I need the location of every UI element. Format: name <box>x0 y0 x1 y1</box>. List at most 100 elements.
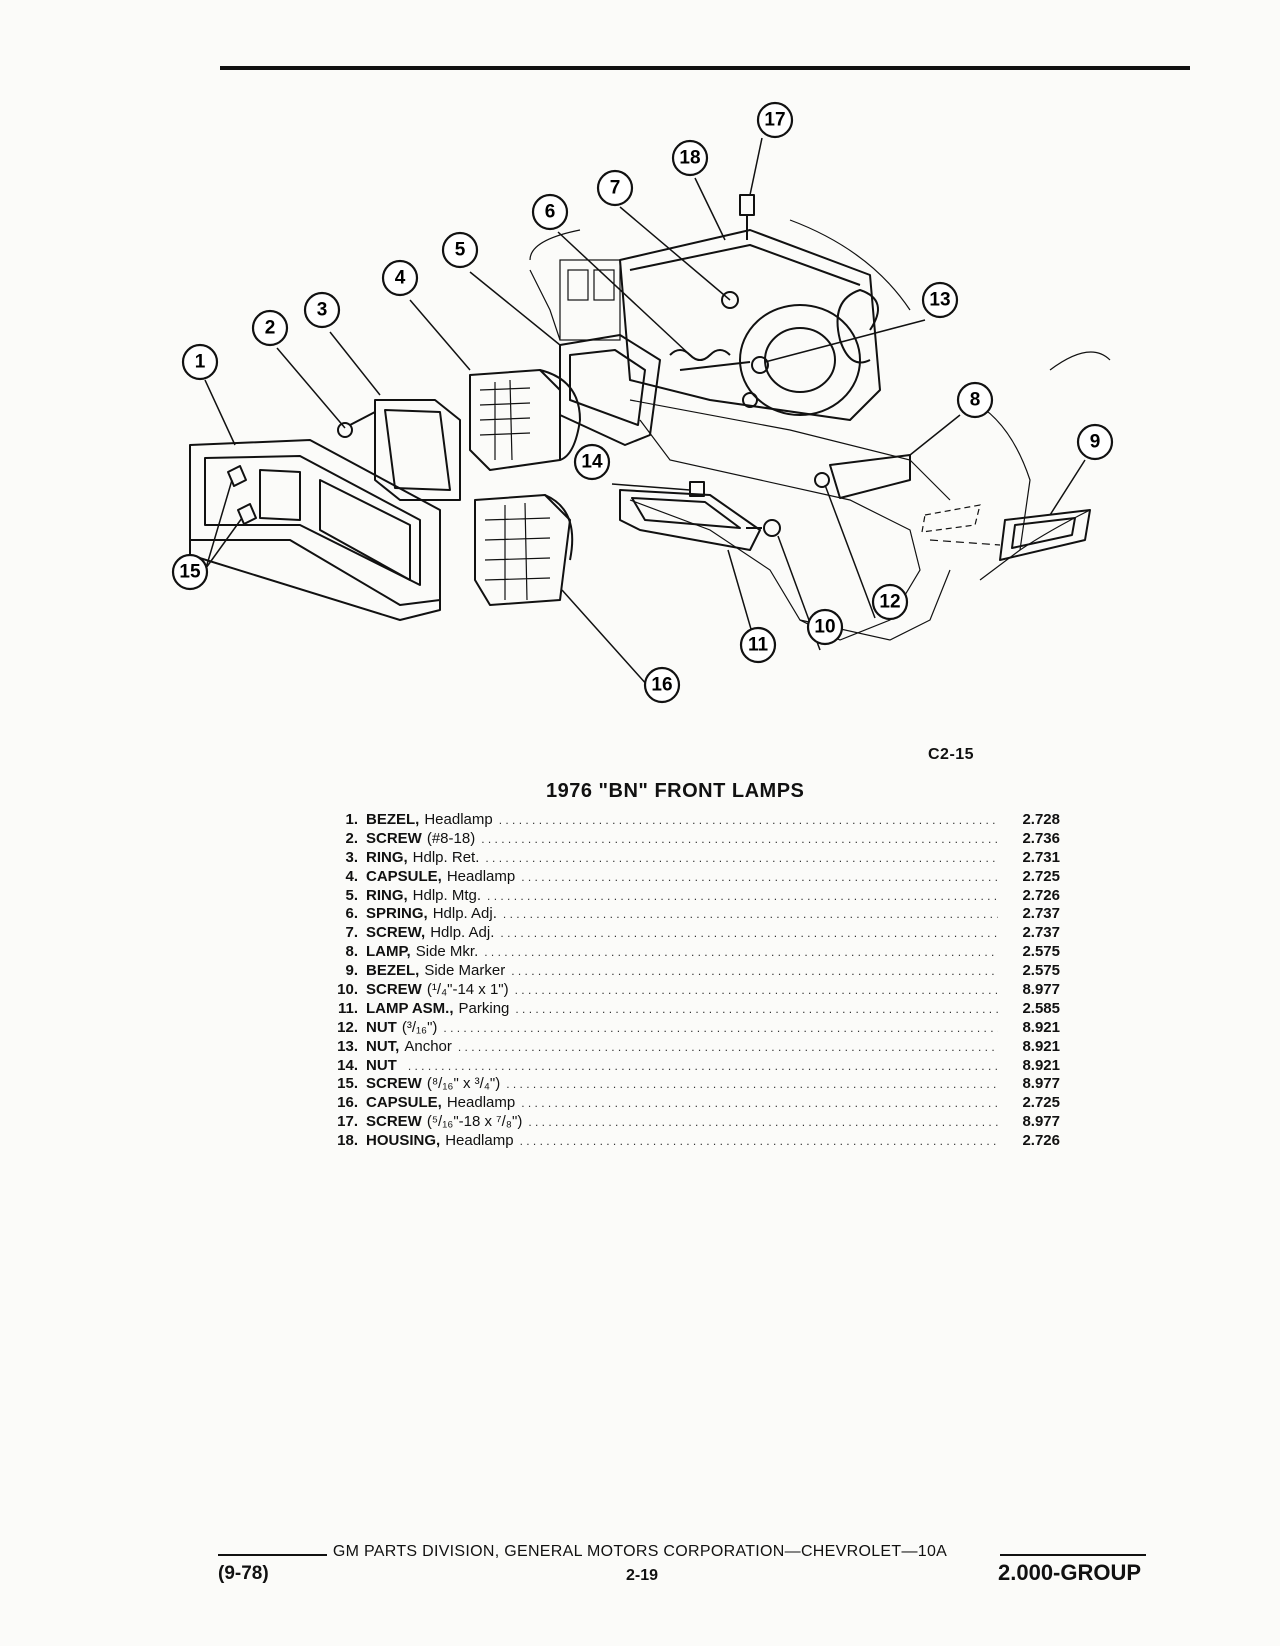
parts-list-row: 15. SCREW(⁸/₁₆" x ³/₄") 8.977 <box>320 1075 1060 1094</box>
top-rule <box>220 66 1190 70</box>
svg-text:9: 9 <box>1090 432 1101 453</box>
svg-text:17: 17 <box>764 110 785 131</box>
group-reference: 2.726 <box>1022 886 1060 904</box>
group-reference: 2.737 <box>1022 905 1060 923</box>
dot-leader <box>494 924 998 943</box>
group-reference: 8.977 <box>1022 1075 1060 1093</box>
part-number: 9. <box>345 962 358 980</box>
part-number: 4. <box>345 867 358 885</box>
group-reference: 8.977 <box>1022 981 1060 999</box>
callout-16: 16 <box>643 666 681 704</box>
part-name: SPRING, <box>366 905 428 923</box>
svg-text:7: 7 <box>610 178 621 199</box>
footer-publisher-text: GM PARTS DIVISION, GENERAL MOTORS CORPOR… <box>326 1543 954 1560</box>
group-reference: 8.921 <box>1022 1018 1060 1036</box>
parts-list-title: 1976 "BN" FRONT LAMPS <box>546 780 805 802</box>
dot-leader <box>479 849 998 868</box>
group-reference: 2.575 <box>1022 962 1060 980</box>
part-number: 15. <box>337 1075 358 1093</box>
parts-list-row: 18.HOUSING,Headlamp2.726 <box>320 1132 1060 1151</box>
part-description: Hdlp. Adj. <box>430 924 495 942</box>
parts-list-row: 9.BEZEL,Side Marker2.575 <box>320 962 1060 981</box>
parts-list-row: 16.CAPSULE,Headlamp2.725 <box>320 1094 1060 1113</box>
callout-6: 6 <box>531 193 569 231</box>
dot-leader <box>509 1000 998 1019</box>
part-name: CAPSULE, <box>366 1094 442 1112</box>
screw-15 <box>227 465 257 525</box>
dot-leader <box>452 1038 998 1057</box>
callout-3: 3 <box>303 291 341 329</box>
svg-text:5: 5 <box>455 240 466 261</box>
part-description: Side Mkr. <box>415 943 479 961</box>
group-reference: 8.977 <box>1022 1113 1060 1131</box>
part-description: (³/₁₆") <box>401 1018 438 1036</box>
svg-text:10: 10 <box>814 617 835 638</box>
dot-leader <box>481 887 998 906</box>
part-number: 1. <box>345 811 358 828</box>
part-number: 3. <box>345 848 358 866</box>
headlamp-bezel <box>189 439 441 621</box>
screw-10 <box>746 519 781 537</box>
headlamp-capsule-4 <box>469 369 581 471</box>
parts-list-row: 13.NUT,Anchor8.921 <box>320 1038 1060 1057</box>
dot-leader <box>500 1075 998 1094</box>
part-number: 11. <box>337 999 358 1017</box>
part-name: CAPSULE, <box>366 867 442 885</box>
screw-17 <box>739 194 755 240</box>
part-name: SCREW <box>366 1075 422 1093</box>
callout-12: 12 <box>871 583 909 621</box>
callout-4: 4 <box>381 259 419 297</box>
retaining-ring <box>374 399 461 501</box>
part-description: Hdlp. Mtg. <box>412 886 482 904</box>
dot-leader <box>509 981 998 1000</box>
part-number: 5. <box>345 886 358 904</box>
svg-text:6: 6 <box>545 202 556 223</box>
svg-text:3: 3 <box>317 300 328 321</box>
footer-group: 2.000-GROUP <box>998 1560 1142 1585</box>
callout-13: 13 <box>921 281 959 319</box>
group-reference: 8.921 <box>1022 1056 1060 1074</box>
callout-10: 10 <box>806 608 844 646</box>
footer-date: (9-78) <box>218 1563 269 1584</box>
part-name: BEZEL, <box>366 962 420 980</box>
parts-list-row: 7.SCREW,Hdlp. Adj.2.737 <box>320 924 1060 943</box>
dot-leader <box>505 962 998 981</box>
part-number: 16. <box>337 1094 358 1112</box>
part-description: Headlamp <box>446 867 516 885</box>
group-reference: 2.737 <box>1022 924 1060 942</box>
part-number: 6. <box>345 905 358 923</box>
headlamp-capsule-16 <box>474 494 574 606</box>
figure-code: C2-15 <box>928 746 975 763</box>
part-description: Parking <box>458 999 510 1017</box>
part-name: HOUSING, <box>366 1132 441 1150</box>
callout-7: 7 <box>596 169 634 207</box>
dot-leader <box>514 1132 998 1151</box>
part-name: NUT <box>366 1018 397 1036</box>
part-number: 17. <box>337 1113 358 1131</box>
part-number: 7. <box>345 924 358 942</box>
svg-text:15: 15 <box>179 562 201 583</box>
part-number: 12. <box>337 1018 358 1036</box>
svg-text:14: 14 <box>581 452 603 473</box>
footer-publisher: GM PARTS DIVISION, GENERAL MOTORS CORPOR… <box>0 1543 1280 1561</box>
parts-list-row: 17.SCREW(⁵/₁₆"-18 x ⁷/₈")8.977 <box>320 1113 1060 1132</box>
mounting-ring <box>559 334 661 446</box>
svg-text:1: 1 <box>195 352 206 373</box>
svg-text:11: 11 <box>748 635 769 656</box>
adjusting-spring <box>669 291 769 408</box>
part-description: Hdlp. Adj. <box>432 905 497 923</box>
callout-11: 11 <box>739 626 777 664</box>
headlamp-housing <box>559 229 881 421</box>
part-name: LAMP, <box>366 943 411 961</box>
part-name: NUT <box>366 1056 397 1074</box>
part-name: NUT, <box>366 1037 400 1055</box>
dot-leader <box>437 1019 998 1038</box>
group-reference: 2.736 <box>1022 829 1060 847</box>
callout-18: 18 <box>671 139 709 177</box>
svg-text:4: 4 <box>395 268 406 289</box>
part-description: (⁸/₁₆" x ³/₄") <box>426 1075 501 1093</box>
callout-17: 17 <box>756 101 794 139</box>
footer-page-number: 2-19 <box>626 1567 659 1584</box>
svg-text:18: 18 <box>679 148 700 169</box>
part-name: RING, <box>366 886 408 904</box>
